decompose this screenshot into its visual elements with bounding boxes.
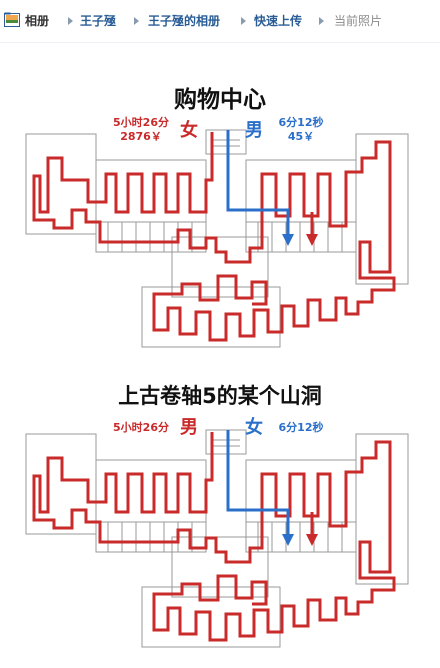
maze-diagram [25, 129, 409, 648]
breadcrumb-separator-icon [319, 17, 324, 25]
top-photo-title: 购物中心 [174, 87, 266, 113]
breadcrumb-link-album[interactable]: 王子殛的相册 [148, 14, 221, 28]
breadcrumb-link-user[interactable]: 王子殛 [80, 14, 117, 28]
male-time-label: 6分12秒 [278, 116, 324, 129]
breadcrumb-link-upload[interactable]: 快速上传 [254, 14, 303, 28]
male-path-cave [32, 432, 396, 642]
breadcrumb-current: 当前照片 [334, 14, 383, 28]
female-symbol: 女 [180, 120, 198, 141]
female-symbol-cave: 女 [245, 417, 263, 438]
female-time-label-cave: 6分12秒 [278, 421, 324, 434]
female-path-mall [32, 132, 396, 342]
male-path-mall [226, 130, 294, 246]
breadcrumb-root[interactable]: 相册 [25, 14, 50, 28]
breadcrumb-separator-icon [68, 17, 73, 25]
female-time-label: 5小时26分 [113, 116, 169, 129]
male-symbol: 男 [245, 120, 263, 141]
breadcrumb-separator-icon [134, 17, 139, 25]
breadcrumb-separator-icon [241, 17, 246, 25]
album-icon [4, 12, 20, 27]
female-path-cave [226, 430, 294, 546]
male-symbol-cave: 男 [180, 417, 198, 438]
male-time-label-cave: 5小时26分 [113, 421, 169, 434]
male-cost-label: 45￥ [287, 130, 315, 143]
comparison-photo[interactable]: 购物中心 5小时26分 2876￥ 女 男 6分12秒 45￥ 上古卷轴5的某个… [0, 62, 440, 668]
cave-floor-plan [25, 429, 409, 648]
bottom-photo-title: 上古卷轴5的某个山洞 [118, 384, 322, 408]
female-cost-label: 2876￥ [120, 130, 162, 143]
breadcrumb-bar: 相册 王子殛 王子殛的相册 快速上传 当前照片 [0, 0, 440, 43]
